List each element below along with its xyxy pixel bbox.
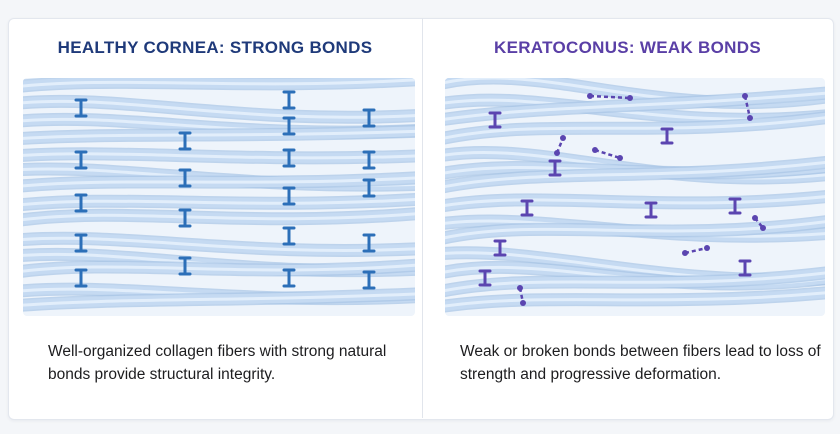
fiber-highlight <box>445 271 825 293</box>
bond-connector <box>282 116 296 136</box>
broken-bond <box>752 215 766 231</box>
bond-connector <box>478 269 492 287</box>
bond-connector <box>362 178 376 198</box>
healthy-fiber-illustration <box>23 78 415 316</box>
bond-connector <box>362 150 376 170</box>
keratoconus-panel: KERATOCONUS: WEAK BONDS Weak or broken b… <box>423 18 832 418</box>
bond-connector <box>282 226 296 246</box>
bond-connector <box>74 268 88 288</box>
collagen-fibers <box>445 78 825 313</box>
weak-bonds <box>478 93 766 306</box>
bond-connector <box>728 197 742 215</box>
fiber-highlight <box>23 197 415 207</box>
fiber-highlight <box>445 160 825 189</box>
fiber-highlight <box>23 99 415 119</box>
fiber-highlight <box>445 291 825 308</box>
keratoconus-caption: Weak or broken bonds between fibers lead… <box>460 343 821 383</box>
bond-connector <box>660 127 674 145</box>
bond-connector <box>362 108 376 128</box>
fiber-highlight <box>23 263 415 273</box>
healthy-fiber-svg <box>23 78 415 312</box>
bond-connector <box>488 111 502 129</box>
broken-bond <box>682 245 710 256</box>
fiber-highlight <box>23 176 415 188</box>
bond-connector <box>493 239 507 257</box>
bond-connector <box>282 268 296 288</box>
bond-connector <box>74 233 88 253</box>
bond-connector <box>178 131 192 151</box>
strong-bonds <box>74 90 376 290</box>
fiber-highlight <box>23 292 415 307</box>
fiber-highlight <box>23 78 415 88</box>
bond-connector <box>282 90 296 110</box>
bond-connector <box>362 270 376 290</box>
fiber-highlight <box>23 129 415 140</box>
fiber-highlight <box>23 236 415 252</box>
broken-bond <box>517 285 526 306</box>
bond-connector <box>74 193 88 213</box>
fiber-highlight <box>445 116 825 140</box>
healthy-cornea-panel: HEALTHY CORNEA: STRONG BONDS Well-organi… <box>8 18 422 418</box>
healthy-cornea-title: HEALTHY CORNEA: STRONG BONDS <box>57 38 373 57</box>
keratoconus-fiber-svg <box>445 78 825 313</box>
bond-connector <box>74 150 88 170</box>
bond-connector <box>74 98 88 118</box>
broken-bond <box>554 135 566 156</box>
bond-connector <box>738 259 752 277</box>
fiber-highlight <box>445 91 825 121</box>
bond-connector <box>178 208 192 228</box>
bond-connector <box>282 148 296 168</box>
bond-connector <box>282 186 296 206</box>
fiber-highlight <box>23 212 415 222</box>
bond-connector <box>178 168 192 188</box>
broken-bond <box>587 93 633 101</box>
broken-bond <box>742 93 753 121</box>
fiber-highlight <box>445 195 825 208</box>
keratoconus-title: KERATOCONUS: WEAK BONDS <box>494 38 761 57</box>
keratoconus-fiber-illustration <box>445 78 825 316</box>
bond-connector <box>362 233 376 253</box>
bond-connector <box>520 199 534 217</box>
collagen-fibers <box>23 78 415 312</box>
healthy-cornea-caption: Well-organized collagen fibers with stro… <box>48 343 387 383</box>
bond-connector <box>548 159 562 177</box>
panel-divider <box>422 18 423 418</box>
broken-bond <box>592 147 623 161</box>
bond-connector <box>644 201 658 219</box>
bond-connector <box>178 256 192 276</box>
fiber-highlight <box>23 152 415 160</box>
